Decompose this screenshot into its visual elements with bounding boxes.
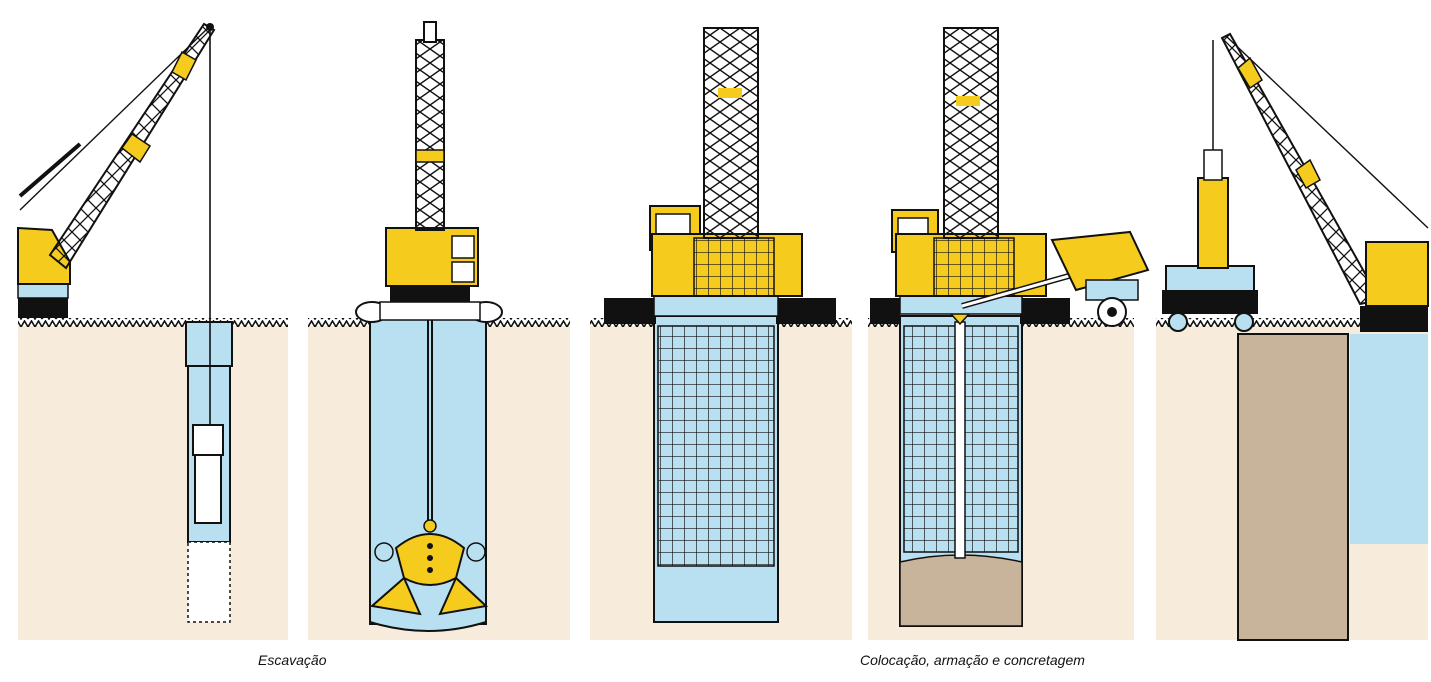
concrete-fill bbox=[900, 555, 1022, 626]
reinforcement-cage bbox=[658, 326, 774, 566]
stage-2-hydraulic-grab bbox=[356, 22, 502, 631]
trench-future-outline bbox=[188, 542, 230, 622]
soil-panel-1 bbox=[18, 326, 288, 640]
caption-placement-reinforcement-concreting: Colocação, armação e concretagem bbox=[860, 652, 1085, 668]
guide-wall-trench bbox=[186, 322, 232, 366]
tremie-pipe bbox=[955, 322, 965, 558]
caption-excavation: Escavação bbox=[258, 652, 326, 668]
